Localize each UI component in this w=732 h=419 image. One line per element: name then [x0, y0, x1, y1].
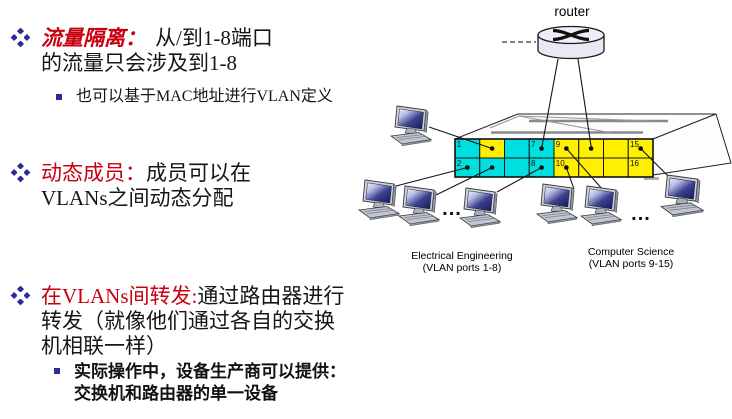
ellipsis-right: ... [631, 203, 651, 225]
port-connection-dot [638, 146, 643, 151]
switch-port [603, 138, 629, 159]
host-to-port-link [565, 167, 575, 190]
ellipsis-left: ... [442, 198, 462, 220]
port-connection-dot [489, 165, 495, 170]
bullet-traffic-isolation: 流量隔离：从/到1-8端口 的流量只会涉及到1-8 [15, 26, 375, 76]
router-to-port-link [577, 58, 592, 149]
subbullet-vendor-device: 实际操作中，设备生产商可以提供： 交换机和路由器的单一设备 [54, 361, 394, 405]
port-number: 8 [531, 159, 536, 168]
port-number: 9 [556, 140, 561, 149]
bullet-head: 在VLANs间转发: [41, 284, 198, 308]
subbullet-text: 实际操作中，设备生产商可以提供： 交换机和路由器的单一设备 [74, 362, 346, 403]
bullet-head: 流量隔离： [41, 26, 146, 50]
group-ports: (VLAN ports 1-8) [422, 262, 502, 274]
square-bullet-icon [54, 368, 60, 374]
port-connection-dot [489, 146, 495, 151]
bullet-text: 动态成员：成员可以在 VLANs之间动态分配 [41, 161, 251, 210]
port-number: 15 [630, 140, 639, 149]
port-number: 10 [556, 159, 565, 168]
switch-port [504, 138, 530, 159]
host-to-port-link [565, 148, 604, 191]
bullet-dynamic-membership: 动态成员：成员可以在 VLANs之间动态分配 [15, 161, 375, 211]
connection-lines [395, 58, 677, 196]
host-to-port-link [428, 126, 493, 150]
computer-icon [398, 185, 440, 227]
host-to-port-link [435, 167, 493, 196]
port-number: 2 [457, 159, 462, 168]
switch-port [603, 157, 629, 178]
port-connection-dot [465, 165, 470, 170]
switch-port [504, 157, 530, 178]
bullet-forwarding: 在VLANs间转发:通过路由器进行 转发（就像他们通过各自的交换 机相联一样） [15, 284, 415, 359]
host-to-port-link [496, 167, 542, 193]
subbullet-mac-vlan: 也可以基于MAC地址进行VLAN定义 [56, 87, 376, 107]
router-label: router [554, 4, 590, 19]
port-connection-dot [588, 146, 594, 151]
cable-cross-line [518, 115, 613, 134]
bullet-text: 在VLANs间转发:通过路由器进行 转发（就像他们通过各自的交换 机相联一样） [41, 284, 345, 358]
group-label-cs: Computer Science (VLAN ports 9-15) [556, 246, 706, 270]
computer-icon [660, 174, 704, 218]
square-bullet-icon [56, 94, 62, 100]
subbullet-text: 也可以基于MAC地址进行VLAN定义 [76, 88, 333, 105]
router-cylinder-icon [502, 25, 605, 60]
group-name: Electrical Engineering [411, 250, 513, 262]
port-connection-dot [564, 146, 569, 151]
computer-icon [459, 187, 501, 229]
computer-icon [390, 105, 432, 147]
switch-front-face-border [454, 138, 654, 178]
port-number: 7 [531, 140, 536, 149]
group-name: Computer Science [587, 246, 675, 258]
group-label-ee: Electrical Engineering (VLAN ports 1-8) [383, 250, 541, 274]
port-connection-dot [539, 165, 544, 170]
computer-icon [580, 185, 622, 227]
port-connection-dot [539, 146, 544, 151]
group-ports: (VLAN ports 9-15) [588, 258, 674, 270]
computer-icon [358, 179, 400, 221]
host-to-port-link [395, 166, 468, 187]
port-connection-dots [465, 146, 643, 170]
bullet-head: 动态成员： [41, 161, 146, 185]
port-connection-dot [564, 165, 569, 170]
bullet-text: 流量隔离：从/到1-8端口 的流量只会涉及到1-8 [41, 26, 273, 75]
computer-icon [536, 183, 578, 225]
router-x-symbol [552, 28, 590, 42]
router-to-port-link [541, 58, 559, 149]
port-number: 16 [630, 159, 639, 168]
switch-chassis-3d-icon [454, 113, 732, 180]
port-number: 1 [457, 140, 462, 149]
